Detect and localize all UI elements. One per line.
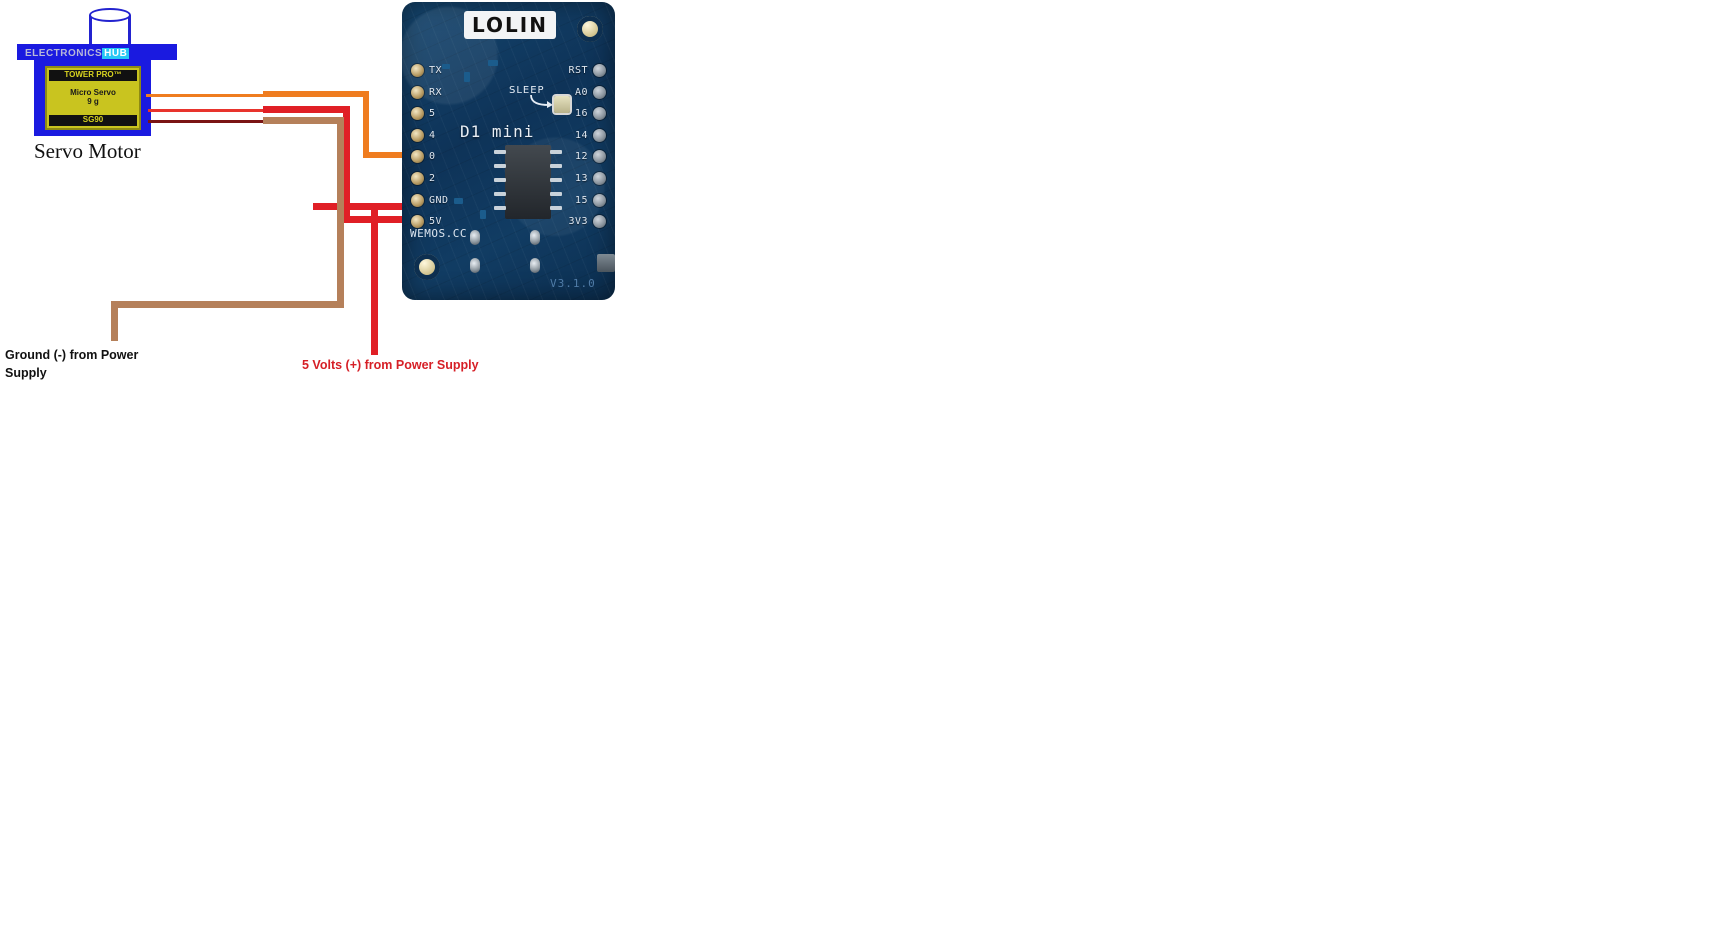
wire-power-horizontal-top [263, 106, 349, 113]
servo-model: SG90 [49, 115, 137, 126]
servo-motor: ELECTRONICS HUB TOWER PRO™ Micro Servo 9… [17, 8, 177, 140]
vendor-text: WEMOS.CC [410, 227, 467, 240]
lolin-d1-mini-board: LOLIN D1 mini SLEEP WEMOS.CC V3.1.0 [402, 2, 615, 300]
chip-leg [550, 206, 562, 210]
chip-leg [494, 178, 506, 182]
wire-ground-horizontal-bottom [111, 301, 344, 308]
pin-label-right-13: 13 [574, 173, 588, 184]
pin-right-13[interactable] [593, 172, 606, 185]
mounting-hole-left [414, 254, 440, 280]
chip-leg [494, 164, 506, 168]
board-model-text: D1 mini [460, 122, 535, 141]
chip-leg [494, 150, 506, 154]
ic-chip [505, 145, 551, 219]
lolin-logo: LOLIN [464, 11, 556, 39]
wire-ground-vertical-upper [337, 117, 344, 305]
servo-caption: Servo Motor [34, 139, 141, 163]
pin-label-right-a0: A0 [574, 86, 588, 98]
via-hole-4 [530, 230, 540, 245]
pin-label-right-14: 14 [574, 129, 588, 141]
pin-right-12[interactable] [593, 150, 606, 164]
pin-label-left-gnd: GND [429, 194, 449, 206]
pin-left-tx[interactable] [411, 64, 424, 77]
via-hole-3 [470, 230, 480, 245]
wire-power-horizontal-branch [313, 203, 415, 210]
wire-signal-vertical [363, 91, 369, 155]
pin-label-right-16: 16 [574, 108, 588, 120]
pin-label-left-4: 4 [429, 129, 436, 141]
pin-right-a0[interactable] [593, 85, 606, 99]
via-hole-2 [530, 258, 540, 273]
chip-leg [550, 164, 562, 168]
sleep-solder-pad [554, 96, 570, 113]
smd-part-1 [442, 64, 450, 69]
pin-left-0[interactable] [411, 150, 424, 164]
pin-left-2[interactable] [411, 172, 424, 185]
servo-signal-stub [146, 94, 266, 97]
pin-left-gnd[interactable] [411, 193, 424, 207]
servo-type: Micro Servo 9 g [49, 88, 137, 108]
wire-power-vertical-upper [343, 106, 350, 219]
servo-label: TOWER PRO™ Micro Servo 9 g SG90 [45, 66, 141, 130]
banner-electronics: ELECTRONICS [25, 47, 103, 59]
servo-type-line1: Micro Servo [70, 88, 116, 98]
servo-weight: 9 g [87, 97, 99, 106]
chip-leg [550, 150, 562, 154]
pin-label-right-3v3: 3V3 [568, 216, 588, 228]
servo-horn-top [89, 8, 131, 22]
pin-left-4[interactable] [411, 128, 424, 142]
electronics-hub-banner: ELECTRONICS HUB [17, 46, 177, 60]
lolin-logo-text: LOLIN [472, 13, 548, 37]
wire-ground-horizontal-top [263, 117, 344, 124]
smd-part-2 [464, 72, 470, 82]
chip-leg [550, 178, 562, 182]
chip-leg [494, 192, 506, 196]
smd-part-5 [480, 210, 486, 219]
wire-signal-horizontal-top [263, 91, 369, 97]
wire-power-horizontal-to-5v [343, 216, 415, 223]
pin-right-15[interactable] [593, 193, 606, 207]
pin-label-left-2: 2 [429, 173, 436, 184]
pin-label-right-12: 12 [574, 151, 588, 163]
via-hole-1 [470, 258, 480, 273]
pin-label-left-rx: RX [429, 86, 443, 98]
usb-connector [597, 254, 615, 272]
servo-power-stub [148, 109, 266, 112]
pin-label-left-5v: 5V [429, 216, 443, 228]
ground-caption: Ground (-) from Power Supply [5, 348, 139, 381]
chip-leg [550, 192, 562, 196]
mounting-hole-top-right [577, 16, 603, 42]
wire-signal-horizontal-bottom [363, 152, 415, 158]
pin-left-5v[interactable] [411, 215, 424, 229]
sleep-label: SLEEP [509, 85, 545, 96]
smd-part-4 [454, 198, 463, 204]
chip-leg [494, 206, 506, 210]
pin-label-left-tx: TX [429, 65, 443, 76]
wire-power-vertical-supply [371, 203, 378, 355]
smd-part-3 [488, 60, 498, 66]
pin-left-5[interactable] [411, 107, 424, 121]
pin-right-3v3[interactable] [593, 215, 606, 229]
banner-hub: HUB [102, 47, 130, 59]
pin-right-16[interactable] [593, 107, 606, 121]
pin-left-rx[interactable] [411, 85, 424, 99]
five-volt-caption: 5 Volts (+) from Power Supply [302, 358, 479, 372]
pin-label-left-0: 0 [429, 151, 436, 163]
pin-label-right-rst: RST [568, 65, 588, 76]
wire-ground-vertical-supply [111, 301, 118, 341]
servo-ground-stub [148, 120, 266, 123]
sleep-arrow-icon [530, 94, 553, 108]
pin-right-rst[interactable] [593, 64, 606, 77]
pin-label-right-15: 15 [574, 194, 588, 206]
board-version-text: V3.1.0 [550, 277, 596, 290]
pin-right-14[interactable] [593, 128, 606, 142]
servo-brand: TOWER PRO™ [49, 70, 137, 81]
pin-label-left-5: 5 [429, 108, 436, 120]
